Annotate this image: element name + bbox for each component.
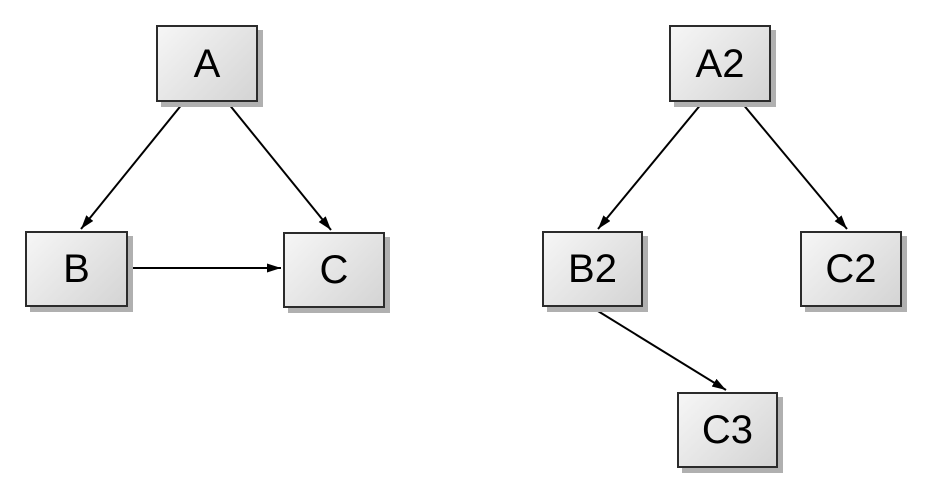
edge-A2-to-B2 xyxy=(597,102,703,230)
node-A[interactable]: A xyxy=(156,25,258,102)
node-C2[interactable]: C2 xyxy=(800,231,902,307)
edge-A2-to-C2 xyxy=(741,102,848,230)
edge-A-to-B xyxy=(80,102,184,230)
node-label-C3: C3 xyxy=(701,408,754,452)
node-A2[interactable]: A2 xyxy=(669,25,771,102)
node-label-B: B xyxy=(63,247,90,291)
node-label-C: C xyxy=(319,248,349,292)
edge-A-to-C xyxy=(227,102,332,231)
edge-B2-to-C3 xyxy=(592,307,727,391)
node-label-A: A xyxy=(193,41,221,86)
node-C3[interactable]: C3 xyxy=(677,392,778,468)
node-C[interactable]: C xyxy=(283,232,385,308)
node-B2[interactable]: B2 xyxy=(542,231,643,307)
edges-group xyxy=(80,102,848,391)
node-B[interactable]: B xyxy=(25,231,128,307)
node-label-C2: C2 xyxy=(825,247,877,291)
node-label-A2: A2 xyxy=(695,41,745,86)
node-label-B2: B2 xyxy=(568,247,617,291)
